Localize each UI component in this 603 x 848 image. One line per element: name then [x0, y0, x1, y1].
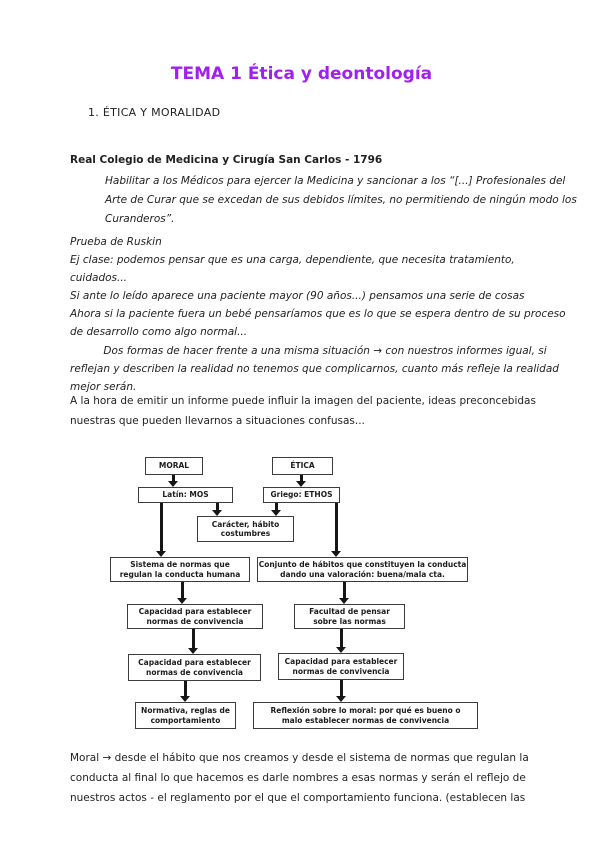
arrow-latin-to-caracter — [212, 503, 223, 516]
flowchart-node-caracter: Carácter, hábito costumbres — [197, 516, 294, 542]
informe-paragraph: A la hora de emitir un informe puede inf… — [70, 395, 536, 427]
flowchart-node-latin-mos: Latín: MOS — [138, 487, 233, 503]
arrow-moral-to-latin — [168, 475, 179, 487]
flowchart-node-facultad: Facultad de pensar sobre las normas — [294, 604, 405, 629]
quote-paragraph: Habilitar a los Médicos para ejercer la … — [105, 175, 577, 225]
arrow-etica-to-griego — [296, 475, 307, 487]
arrow-capacidad1-to-capacidad2 — [188, 629, 199, 654]
flowchart-node-moral: MORAL — [145, 457, 203, 475]
ruskin-paragraph: Prueba de Ruskin Ej clase: podemos pensa… — [70, 236, 566, 393]
flowchart-node-capacidad-left-2: Capacidad para establecer normas de conv… — [128, 654, 261, 681]
flowchart-node-sistema: Sistema de normas que regulan la conduct… — [110, 557, 250, 582]
arrow-conjunto-to-facultad — [339, 582, 350, 604]
moral-closing-paragraph: Moral → desde el hábito que nos creamos … — [70, 752, 529, 804]
arrow-griego-to-caracter — [271, 503, 282, 516]
arrow-latin-to-sistema — [156, 503, 167, 557]
arrow-capacidad-to-reflexion — [336, 680, 347, 702]
flowchart-node-reflexion: Reflexión sobre lo moral: por qué es bue… — [253, 702, 478, 729]
flowchart-node-griego-ethos: Griego: ETHOS — [263, 487, 340, 503]
flowchart-node-capacidad-right: Capacidad para establecer normas de conv… — [278, 653, 404, 680]
flowchart-node-conjunto: Conjunto de hábitos que constituyen la c… — [257, 557, 468, 582]
flowchart-node-etica: ÉTICA — [272, 457, 333, 475]
arrow-sistema-to-capacidad — [177, 582, 188, 604]
real-colegio-line: Real Colegio de Medicina y Cirugía San C… — [70, 154, 383, 166]
arrow-facultad-to-capacidad — [336, 629, 347, 653]
flowchart-node-capacidad-left-1: Capacidad para establecer normas de conv… — [127, 604, 263, 629]
arrow-griego-to-conjunto — [331, 503, 342, 557]
page-title: TEMA 1 Ética y deontología — [170, 64, 433, 84]
flowchart-node-normativa: Normativa, reglas de comportamiento — [135, 702, 236, 729]
arrow-capacidad2-to-normativa — [180, 681, 191, 702]
section-heading: 1. ÉTICA Y MORALIDAD — [88, 106, 221, 119]
